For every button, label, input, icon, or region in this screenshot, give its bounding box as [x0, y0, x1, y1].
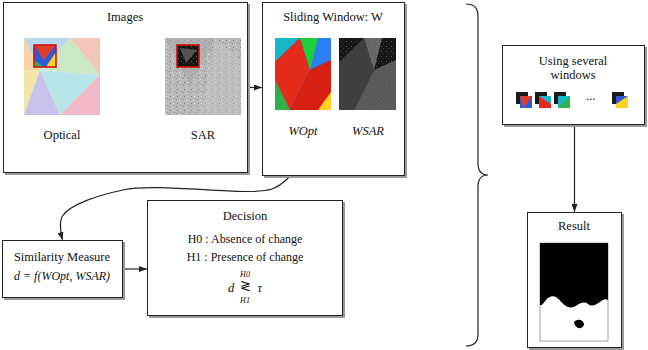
- sar-image: [165, 38, 241, 115]
- flow-arrow: [123, 268, 147, 269]
- node-text: ...: [586, 89, 595, 103]
- node-title: Similarity Measure: [14, 250, 110, 264]
- node-text: H0: [240, 270, 250, 279]
- window-caption: WOpt: [288, 124, 317, 138]
- node-text: H0 : Absence of change: [188, 233, 303, 247]
- window-icons: [516, 92, 628, 108]
- node-title: Using several windows: [525, 54, 621, 83]
- result-map: [540, 243, 608, 341]
- window-caption: WSAR: [352, 124, 384, 138]
- node-title: Result: [558, 219, 590, 233]
- node-text: τ: [258, 281, 262, 295]
- flow-arrow: [60, 176, 290, 240]
- image-caption: SAR: [191, 128, 215, 142]
- node-text: d = f(WOpt, WSAR): [14, 270, 110, 284]
- several-windows-box: Using several windows...: [502, 45, 645, 125]
- flow-arrow: [248, 87, 262, 88]
- image-caption: Optical: [44, 128, 81, 142]
- node-text: ≷: [240, 279, 251, 294]
- result-box: Result: [527, 212, 622, 348]
- optical-image: [24, 38, 100, 115]
- node-title: Sliding Window: W: [283, 10, 383, 24]
- flow-arrow: [574, 125, 575, 212]
- window-box: Sliding Window: W: [262, 2, 405, 176]
- node-title: Images: [107, 10, 143, 24]
- node-text: H1: [240, 296, 250, 305]
- grouping-brace: [466, 4, 488, 346]
- similarity-box: Similarity Measure d = f(WOpt, WSAR): [2, 240, 123, 298]
- sar-window: [339, 38, 396, 110]
- node-text: d: [228, 281, 234, 295]
- node-text: H1 : Presence of change: [187, 251, 304, 265]
- decision-box: Decision H0 : Absence of change H1 : Prese…: [147, 200, 343, 316]
- node-title: Decision: [223, 209, 267, 223]
- images-box: Images: [3, 2, 248, 173]
- optical-window: [275, 38, 331, 110]
